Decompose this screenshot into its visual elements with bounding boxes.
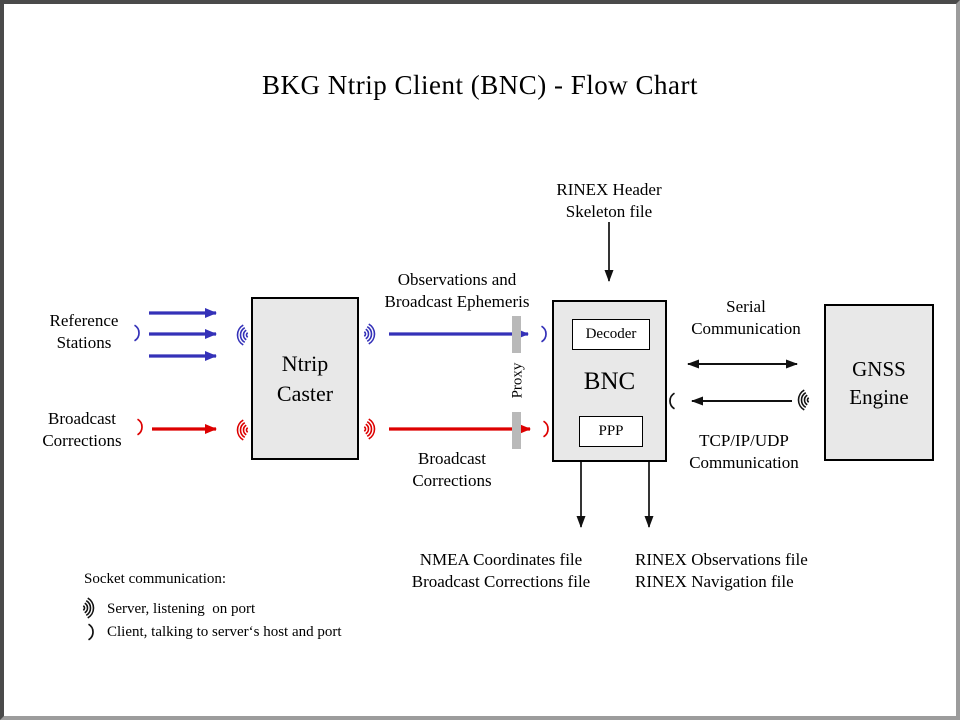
node-decoder: Decoder bbox=[572, 319, 650, 350]
node-gnss-engine: GNSS Engine bbox=[824, 304, 934, 461]
legend-server-icon bbox=[82, 597, 95, 619]
label-tcp-communication: TCP/IP/UDP Communication bbox=[689, 431, 799, 472]
label-broadcast-corrections-stream: Broadcast Corrections bbox=[412, 449, 492, 490]
bnc-label: BNC bbox=[583, 368, 636, 395]
proxy-bar-top bbox=[512, 316, 521, 353]
label-broadcast-corrections-input: Broadcast Corrections bbox=[42, 409, 122, 450]
legend-server-item: Server, listening on port bbox=[107, 601, 256, 617]
server-icon-gnss bbox=[797, 389, 810, 411]
node-ntrip-caster: Ntrip Caster bbox=[251, 297, 359, 460]
label-proxy: Proxy bbox=[509, 362, 526, 399]
legend-client-item: Client, talking to server‘s host and por… bbox=[107, 624, 342, 640]
server-icon-caster-left-blue bbox=[236, 324, 249, 346]
label-reference-stations: Reference Stations bbox=[49, 311, 119, 352]
label-observations-stream: Observations and Broadcast Ephemeris bbox=[384, 270, 530, 311]
label-rinex-header: RINEX Header Skeleton file bbox=[556, 180, 662, 221]
legend-client-icon bbox=[87, 623, 94, 641]
client-icon-bnc-blue bbox=[540, 325, 547, 343]
legend-title: Socket communication: bbox=[84, 571, 227, 587]
proxy-bar-bottom bbox=[512, 412, 521, 449]
server-icon-caster-right-red bbox=[363, 418, 376, 440]
node-bnc: Decoder BNC PPP bbox=[552, 300, 667, 462]
client-icon-bnc-red bbox=[542, 420, 549, 438]
label-rinex-output: RINEX Observations file RINEX Navigation… bbox=[635, 550, 808, 591]
server-icon-caster-right-blue bbox=[363, 323, 376, 345]
server-icon-caster-left-red bbox=[236, 419, 249, 441]
node-ppp: PPP bbox=[579, 416, 643, 447]
client-icon-bnc-tcp bbox=[669, 392, 676, 410]
label-serial-communication: Serial Communication bbox=[691, 297, 801, 338]
label-nmea-output: NMEA Coordinates file Broadcast Correcti… bbox=[411, 550, 591, 591]
page-title: BKG Ntrip Client (BNC) - Flow Chart bbox=[262, 70, 698, 100]
